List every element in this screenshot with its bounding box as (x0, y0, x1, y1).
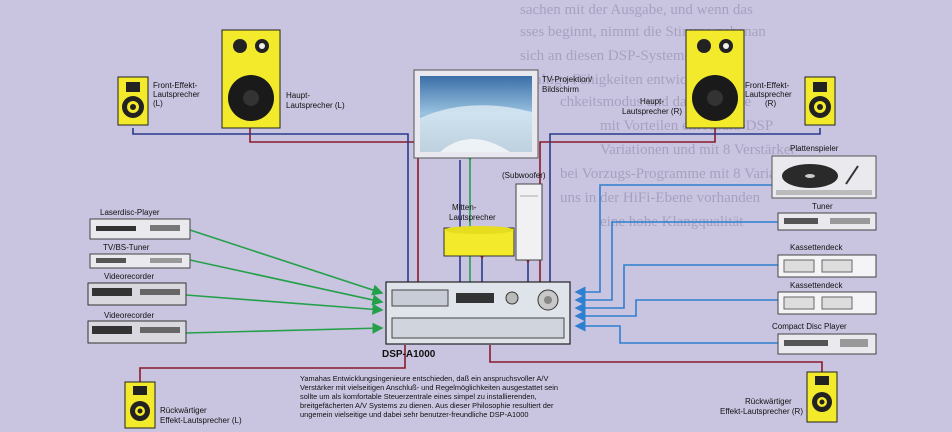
svg-text:Effekt-Lautsprecher (R): Effekt-Lautsprecher (R) (720, 407, 803, 416)
svg-text:Haupt-: Haupt- (640, 97, 664, 106)
wire-rear-left (139, 345, 406, 382)
caption-line: Yamahas Entwicklungsingenieure entschied… (300, 374, 548, 383)
cassette-deck-1 (777, 254, 877, 278)
svg-text:Lautsprecher: Lautsprecher (153, 90, 200, 99)
background-text: sachen mit der Ausgabe, und wenn das sse… (520, 2, 802, 230)
tv-projection-screen (413, 69, 539, 159)
cd-player (777, 333, 877, 355)
front-effect-left-label: Front-Effekt- Lautsprecher (L) (153, 81, 200, 108)
background-text-line: uns in der HiFi-Ebene vorhanden (560, 190, 760, 206)
tuner (777, 212, 877, 231)
wire-vcr2 (176, 322, 384, 339)
amplifier-label: DSP-A1000 (382, 349, 436, 360)
background-text-line: nhaltige Fähigkeiten entwickelt (520, 72, 710, 88)
svg-text:Front-Effekt-: Front-Effekt- (745, 81, 790, 90)
svg-text:Rückwärtiger: Rückwärtiger (745, 397, 792, 406)
caption-line: breitgefächerten A/V Systems zu dienen. … (300, 401, 554, 410)
background-text-line: sich an diesen DSP-System-Vorteil. (520, 48, 734, 64)
wire-rear-right (489, 345, 823, 372)
background-text-line: Variationen und mit 8 Verstärker- (600, 142, 800, 158)
videorecorder-2 (87, 320, 187, 344)
laserdisc-player (89, 218, 191, 240)
wire-vcr1 (176, 288, 384, 315)
videorecorder-1 (87, 282, 187, 306)
svg-text:Lautsprecher: Lautsprecher (449, 213, 496, 222)
laserdisc-label: Laserdisc-Player (100, 208, 160, 217)
wire-tuner (574, 221, 778, 306)
svg-text:Lautsprecher (R): Lautsprecher (R) (622, 107, 682, 116)
rear-effect-speaker-left (124, 381, 156, 429)
cassette-deck-2-label: Kassettendeck (790, 281, 843, 290)
tvbs-tuner (89, 253, 191, 269)
tuner-label: Tuner (812, 202, 833, 211)
wire-front-right (549, 128, 821, 282)
svg-text:(L): (L) (153, 99, 163, 108)
cassette-deck-1-label: Kassettendeck (790, 243, 843, 252)
tvbs-tuner-label: TV/BS-Tuner (103, 243, 150, 252)
main-left-label: Haupt- Lautsprecher (L) (286, 91, 345, 110)
videorecorder-1-label: Videorecorder (104, 272, 154, 281)
caption-line: Verstärker mit vielseitigen Anschluß- un… (300, 383, 558, 392)
background-text-line: sachen mit der Ausgabe, und wenn das (520, 2, 753, 18)
turntable (771, 155, 877, 199)
connection-lines (132, 128, 823, 382)
svg-text:Front-Effekt-: Front-Effekt- (153, 81, 198, 90)
wire-tvbs (189, 259, 384, 306)
wire-cd (574, 320, 778, 344)
svg-text:Rückwärtiger: Rückwärtiger (160, 406, 207, 415)
cassette-deck-2 (777, 291, 877, 315)
wire-cassette1 (574, 259, 788, 314)
caption: Yamahas Entwicklungsingenieure entschied… (300, 374, 558, 419)
front-effect-speaker-left (117, 76, 149, 126)
svg-text:Effekt-Lautsprecher (L): Effekt-Lautsprecher (L) (160, 416, 242, 425)
center-label: Mitten- Lautsprecher (449, 203, 496, 222)
caption-line: ungemein vielseitige und dabei sehr benu… (300, 410, 528, 419)
svg-text:Haupt-: Haupt- (286, 91, 310, 100)
front-effect-speaker-right (804, 76, 836, 126)
background-text-line: bei Vorzugs-Programme mit 8 Varianten (560, 166, 802, 182)
svg-text:Lautsprecher: Lautsprecher (745, 90, 792, 99)
videorecorder-2-label: Videorecorder (104, 311, 154, 320)
rear-effect-speaker-right (806, 371, 838, 423)
rear-left-label: Rückwärtiger Effekt-Lautsprecher (L) (160, 406, 242, 425)
wire-laserdisc (189, 229, 384, 296)
svg-text:Lautsprecher (L): Lautsprecher (L) (286, 101, 345, 110)
svg-text:(R): (R) (765, 99, 776, 108)
rear-right-label: Rückwärtiger Effekt-Lautsprecher (R) (720, 397, 803, 416)
turntable-label: Plattenspieler (790, 144, 839, 153)
subwoofer-label: (Subwoofer) (502, 171, 546, 180)
caption-line: sollte um als komfortable Steuerzentrale… (300, 392, 537, 401)
front-effect-right-label: Front-Effekt- Lautsprecher (R) (745, 81, 792, 108)
wire-cassette2 (574, 294, 788, 322)
main-speaker-left (221, 29, 281, 129)
dsp-a1000-amplifier (385, 281, 571, 345)
svg-text:Mitten-: Mitten- (452, 203, 477, 212)
svg-text:TV-Projektion/: TV-Projektion/ (542, 75, 593, 84)
tv-label: TV-Projektion/ Bildschirm (542, 75, 593, 94)
wire-front-left (132, 128, 409, 282)
main-speaker-right (685, 29, 745, 129)
cd-player-label: Compact Disc Player (772, 322, 847, 331)
svg-text:Bildschirm: Bildschirm (542, 85, 579, 94)
main-right-label: Haupt- Lautsprecher (R) (622, 97, 682, 116)
subwoofer (515, 183, 543, 261)
wire-main-left (249, 128, 419, 282)
center-speaker (443, 226, 515, 257)
